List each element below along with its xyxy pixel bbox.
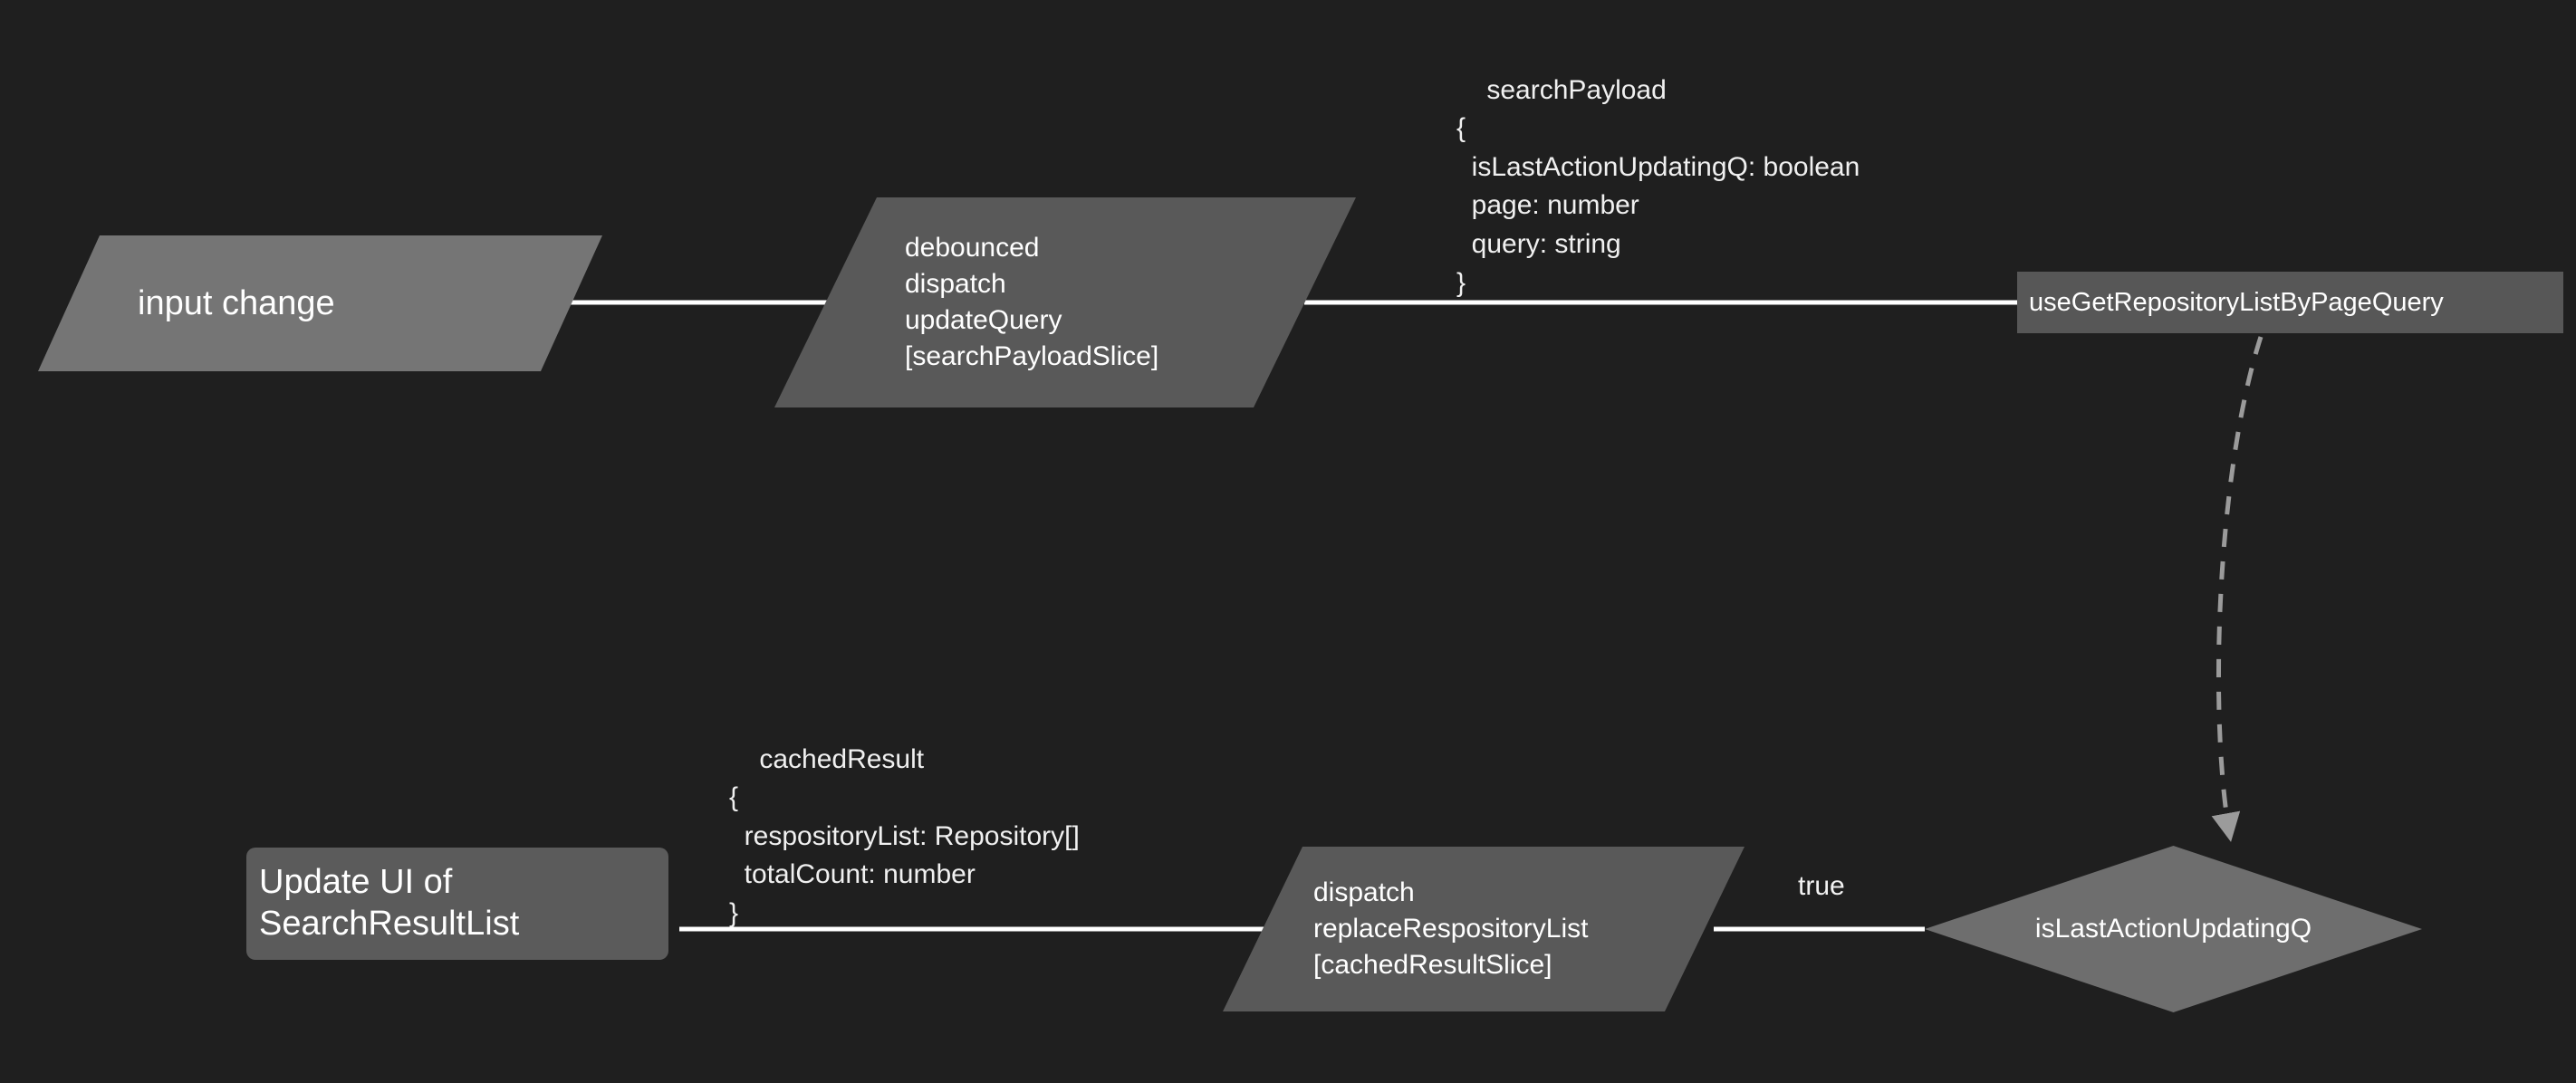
annotation-cached-result: cachedResult { respositoryList: Reposito… [729,702,1080,972]
node-debounced-dispatch[interactable]: debounced dispatch updateQuery [searchPa… [774,197,1356,407]
annotation-cached-result-text: cachedResult { respositoryList: Reposito… [729,743,1080,928]
node-is-last-action-updating-q[interactable]: isLastActionUpdatingQ [1925,846,2422,1012]
edge-label-true-text: true [1798,871,1845,901]
node-update-ui-search-result-list[interactable]: Update UI of SearchResultList [246,848,668,960]
node-update-ui-search-result-list-label: Update UI of SearchResultList [259,863,520,943]
parallelogram-shape [774,197,1356,407]
annotation-search-payload-text: searchPayload { isLastActionUpdatingQ: b… [1456,74,1860,298]
parallelogram-shape [1223,847,1745,1011]
node-use-get-repository-list-query-label: useGetRepositoryListByPageQuery [2029,287,2444,317]
edge-query-to-decision [2211,336,2264,842]
node-dispatch-replace-repository-list[interactable]: dispatch replaceRespositoryList [cachedR… [1223,847,1745,1011]
node-input-change[interactable]: input change [38,235,602,371]
annotation-search-payload: searchPayload { isLastActionUpdatingQ: b… [1456,33,1860,341]
edge-label-true: true [1798,871,1845,902]
parallelogram-shape [38,235,602,371]
node-input-change-label: input change [138,283,335,322]
node-debounced-dispatch-label: debounced dispatch updateQuery [searchPa… [905,233,1159,371]
node-is-last-action-updating-q-label: isLastActionUpdatingQ [2034,914,2312,944]
node-dispatch-replace-repository-list-label: dispatch replaceRespositoryList [cachedR… [1313,877,1589,980]
diamond-shape [1925,846,2422,1012]
node-use-get-repository-list-query[interactable]: useGetRepositoryListByPageQuery [2017,272,2563,333]
